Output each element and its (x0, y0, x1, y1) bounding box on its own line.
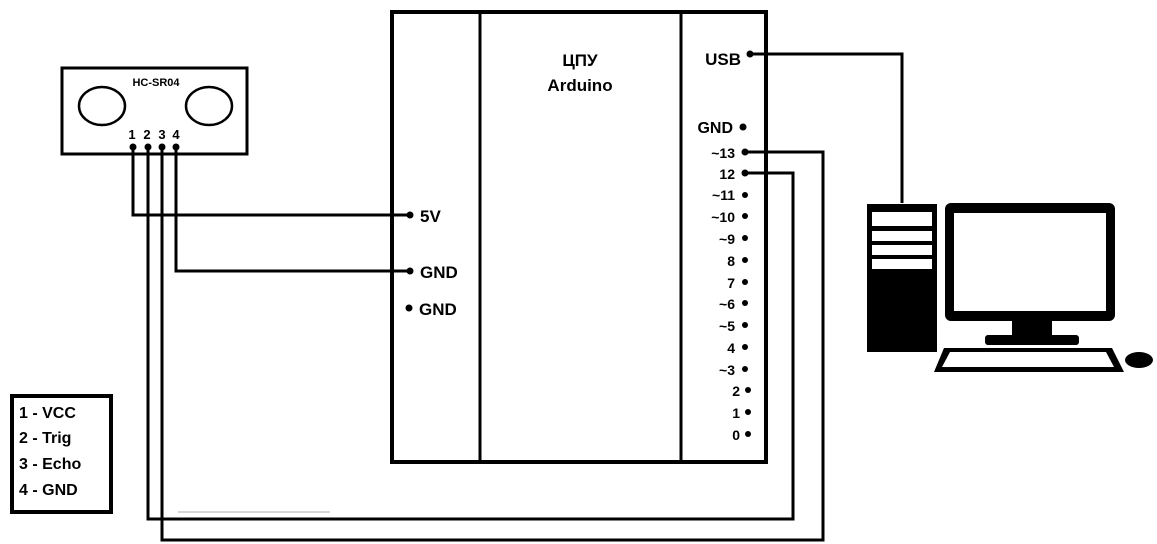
wire-usb-to-computer (750, 52, 904, 203)
pin-label: 8 (727, 253, 735, 269)
wire-vcc-to-5v (131, 147, 410, 217)
pin-label: GND (697, 120, 733, 137)
pin-dot (742, 257, 748, 263)
hc-sr04-sensor: HC-SR04 1 2 3 4 (60, 66, 249, 156)
drive-bay (872, 212, 932, 226)
pin-label: ~9 (719, 231, 735, 247)
pin-label: 12 (719, 166, 735, 182)
right-pin-4: 4 (727, 340, 748, 356)
monitor-neck (1012, 321, 1052, 335)
pin-dot (742, 235, 748, 241)
pin-label: ~13 (711, 145, 735, 161)
right-pin-3: ~3 (719, 362, 748, 378)
pin-dot (742, 322, 748, 328)
board-title-line1: ЦПУ (562, 51, 598, 70)
wire-trig-to-pin12 (146, 147, 795, 521)
pin-dot (742, 192, 748, 198)
drive-bay (872, 231, 932, 241)
pin-dot (742, 213, 748, 219)
sensor-pin-number: 2 (143, 127, 150, 142)
drive-bay (872, 245, 932, 255)
monitor-screen (954, 213, 1106, 311)
wire-echo-to-pin13 (160, 147, 825, 542)
pin-label: GND (419, 300, 457, 319)
right-pin-6: ~6 (719, 296, 748, 312)
wire-gnd-to-gnd (174, 147, 410, 273)
drive-bay (872, 259, 932, 269)
pin-dot (739, 123, 747, 131)
arduino-board: ЦПУ Arduino 5V GND GND USB GND ~13 (390, 10, 768, 464)
pin-label: ~6 (719, 296, 735, 312)
legend-frame (10, 394, 113, 514)
monitor-icon (945, 203, 1115, 345)
keyboard-icon (934, 348, 1124, 372)
sensor-board (60, 66, 249, 156)
pin-dot (405, 304, 413, 312)
pin-legend: 1 - VCC 2 - Trig 3 - Echo 4 - GND (10, 394, 113, 514)
right-pin-0: 0 (732, 427, 751, 443)
legend-item: 1 - VCC (19, 405, 76, 422)
tower-icon (867, 204, 937, 352)
right-pin-11: ~11 (712, 187, 748, 203)
pin-dot (742, 300, 748, 306)
pin-dot (742, 366, 748, 372)
pin-label: 4 (727, 340, 735, 356)
mouse-icon (1125, 352, 1153, 368)
pin-label: ~11 (712, 187, 735, 203)
transducer-right-icon (184, 85, 234, 127)
transducer-left-icon (77, 85, 127, 127)
right-pin-5: ~5 (719, 318, 748, 334)
sensor-pin-number: 1 (128, 127, 135, 142)
pin-label: ~3 (719, 362, 735, 378)
board-outline (390, 10, 768, 464)
pin-label: 0 (732, 427, 740, 443)
pin-dot (745, 431, 751, 437)
pin-label: 5V (420, 207, 441, 226)
pin-dot (745, 409, 751, 415)
right-pin-gnd: GND (697, 120, 747, 137)
pin-dot (745, 387, 751, 393)
legend-item: 2 - Trig (19, 430, 71, 447)
sensor-name: HC-SR04 (132, 77, 180, 89)
pin-dot (742, 344, 748, 350)
pin-dot (742, 279, 748, 285)
right-pin-7: 7 (727, 275, 748, 291)
right-pin-10: ~10 (711, 209, 748, 225)
tower-case (867, 204, 937, 352)
legend-item: 3 - Echo (19, 456, 81, 473)
left-pin-gnd-2: GND (405, 300, 457, 319)
keyboard-keys (942, 352, 1114, 367)
right-pin-9: ~9 (719, 231, 748, 247)
pin-label: 2 (732, 383, 740, 399)
pin-label: 7 (727, 275, 735, 291)
sensor-pin-number: 3 (158, 127, 165, 142)
right-pin-8: 8 (727, 253, 748, 269)
wires (131, 52, 904, 542)
computer (867, 203, 1153, 372)
board-title-line2: Arduino (547, 76, 612, 95)
sensor-pin-number: 4 (172, 127, 180, 142)
right-pin-1: 1 (732, 405, 751, 421)
legend-item: 4 - GND (19, 482, 78, 499)
pin-label: ~5 (719, 318, 735, 334)
pin-label: USB (705, 50, 741, 69)
right-pin-2: 2 (732, 383, 751, 399)
pin-label: 1 (732, 405, 740, 421)
monitor-base (985, 335, 1079, 345)
pin-label: GND (420, 263, 458, 282)
pin-label: ~10 (711, 209, 735, 225)
